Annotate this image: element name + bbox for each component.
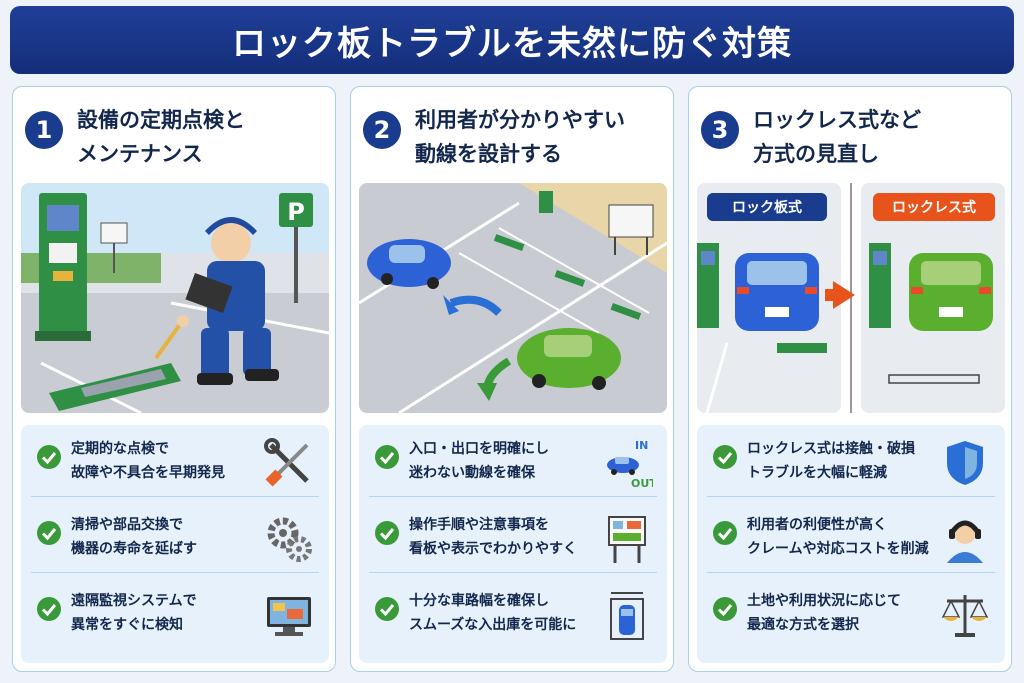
lock-plate-label: ロック板式 — [707, 193, 827, 221]
panel-title: 利用者が分かりやすい 動線を設計する — [415, 108, 625, 166]
panel-title: 設備の定期点検と メンテナンス — [77, 108, 245, 166]
tips-list: 定期的な点検で 故障や不具合を早期発見 清掃や部品交換で 機器の寿命を延ばす 遠… — [21, 425, 329, 663]
tip-text: 遠隔監視システムで 異常をすぐに検知 — [71, 593, 197, 633]
check-icon — [37, 521, 61, 545]
svg-text:P: P — [287, 198, 305, 226]
check-icon — [713, 445, 737, 469]
parking-sign-icon — [279, 193, 313, 227]
check-icon — [375, 521, 399, 545]
tip-text: 利用者の利便性が高く クレームや対応コストを削減 — [747, 517, 929, 557]
tips-list: 入口・出口を明確にし 迷わない動線を確保 IN OUT 操作手順や注意事項を 看… — [359, 425, 667, 663]
check-icon — [375, 445, 399, 469]
list-item: 十分な車路幅を確保し スムーズな入出庫を可能に — [369, 583, 657, 649]
step-number: 1 — [25, 111, 63, 149]
tools-icon — [264, 438, 309, 487]
panel-system-review: 3 ロックレス式など 方式の見直し ロック板 — [688, 86, 1012, 672]
list-item: 清掃や部品交換で 機器の寿命を延ばす — [31, 507, 319, 573]
gears-icon — [267, 517, 312, 562]
traffic-flow-illustration — [359, 183, 667, 413]
tip-text: 土地や利用状況に応じて 最適な方式を選択 — [747, 593, 901, 633]
tip-text: 十分な車路幅を確保し スムーズな入出庫を可能に — [409, 593, 577, 633]
check-icon — [713, 521, 737, 545]
page-title-banner: ロック板トラブルを未然に防ぐ対策 — [10, 6, 1014, 74]
panel-header: 3 ロックレス式など 方式の見直し — [701, 103, 1001, 173]
car-width-icon — [610, 592, 644, 640]
in-out-icon: IN OUT — [607, 439, 653, 489]
list-item: 利用者の利便性が高く クレームや対応コストを削減 — [707, 507, 995, 573]
monitor-icon — [267, 597, 311, 636]
list-item: 定期的な点検で 故障や不具合を早期発見 — [31, 431, 319, 497]
list-item: ロックレス式は接触・破損 トラブルを大幅に軽減 — [707, 431, 995, 497]
tip-text: 清掃や部品交換で 機器の寿命を延ばす — [71, 517, 197, 557]
list-item: 遠隔監視システムで 異常をすぐに検知 — [31, 583, 319, 649]
list-item: 土地や利用状況に応じて 最適な方式を選択 — [707, 583, 995, 649]
page-title: ロック板トラブルを未然に防ぐ対策 — [232, 23, 792, 64]
scale-icon — [941, 595, 989, 637]
shield-icon — [947, 441, 983, 485]
panel-title: ロックレス式など 方式の見直し — [753, 108, 921, 166]
tips-list: ロックレス式は接触・破損 トラブルを大幅に軽減 利用者の利便性が高く クレームや… — [697, 425, 1005, 663]
lockless-label: ロックレス式 — [873, 193, 995, 221]
comparison-illustration: ロック板式 ロックレス式 — [697, 183, 1005, 413]
panel-header: 2 利用者が分かりやすい 動線を設計する — [363, 103, 663, 173]
maintenance-illustration: P — [21, 183, 329, 413]
tip-text: 入口・出口を明確にし 迷わない動線を確保 — [409, 441, 549, 481]
check-icon — [37, 597, 61, 621]
panel-maintenance: 1 設備の定期点検と メンテナンス P — [12, 86, 336, 672]
tip-text: 操作手順や注意事項を 看板や表示でわかりやすく — [409, 517, 577, 557]
signboard-icon — [608, 516, 646, 563]
svg-text:IN: IN — [635, 439, 648, 452]
check-icon — [713, 597, 737, 621]
step-number: 3 — [701, 111, 739, 149]
list-item: 操作手順や注意事項を 看板や表示でわかりやすく — [369, 507, 657, 573]
tip-text: ロックレス式は接触・破損 トラブルを大幅に軽減 — [747, 441, 915, 481]
svg-text:OUT: OUT — [631, 477, 653, 489]
tip-text: 定期的な点検で 故障や不具合を早期発見 — [71, 441, 225, 481]
step-number: 2 — [363, 111, 401, 149]
check-icon — [37, 445, 61, 469]
check-icon — [375, 597, 399, 621]
panel-header: 1 設備の定期点検と メンテナンス — [25, 103, 325, 173]
operator-icon — [947, 520, 983, 563]
panel-traffic-flow: 2 利用者が分かりやすい 動線を設計する — [350, 86, 674, 672]
list-item: 入口・出口を明確にし 迷わない動線を確保 IN OUT — [369, 431, 657, 497]
